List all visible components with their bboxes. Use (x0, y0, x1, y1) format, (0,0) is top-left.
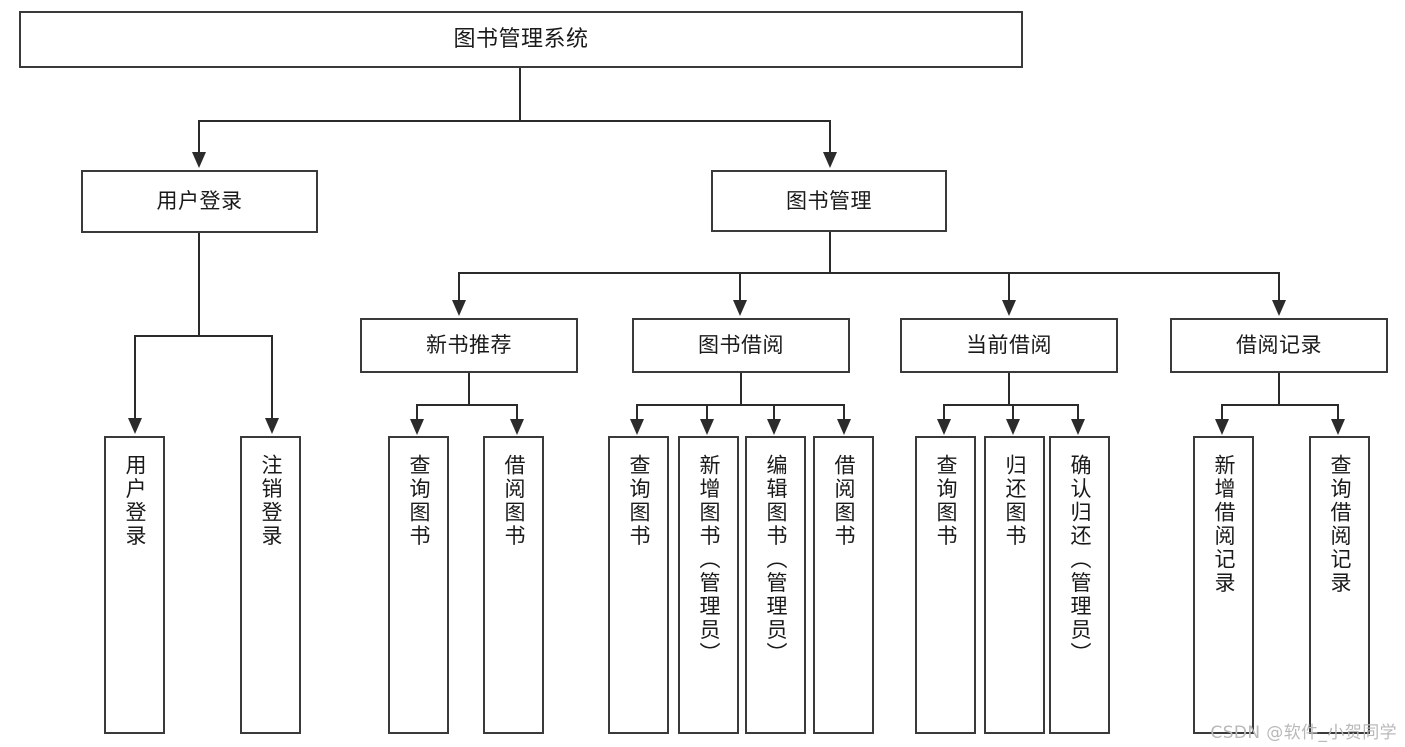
node-book-borrow[interactable]: 图书借阅 (632, 318, 850, 373)
node-leaf-edit-book-label: 编辑图书（管理员） (764, 454, 788, 666)
node-leaf-add-book[interactable]: 新增图书（管理员） (678, 436, 739, 734)
edge-br-to-leaf-1 (1221, 404, 1224, 421)
edge-user-login-bus (134, 335, 273, 338)
arrow-bb-to-leaf-4 (837, 419, 851, 435)
edge-bb-to-leaf-3 (773, 404, 776, 421)
edge-bm-to-new-book-recommend (458, 272, 461, 302)
node-root-label: 图书管理系统 (453, 26, 589, 52)
arrow-bm-to-borrow-record (1272, 300, 1286, 316)
node-leaf-add-borrow-record[interactable]: 新增借阅记录 (1193, 436, 1254, 734)
edge-bm-to-current-borrow (1008, 272, 1011, 302)
edge-user-login-to-leaf-1 (134, 335, 137, 420)
arrow-user-login-to-leaf-1 (128, 418, 142, 434)
node-leaf-user-logout-label: 注销登录 (259, 454, 283, 548)
edge-root-to-user-login (198, 120, 201, 154)
arrow-br-to-leaf-2 (1331, 419, 1345, 435)
edge-new-book-recommend-bus (416, 404, 518, 407)
arrow-nbr-to-leaf-2 (510, 419, 524, 435)
node-leaf-query-borrow-record[interactable]: 查询借阅记录 (1309, 436, 1370, 734)
edge-book-management-bus (458, 272, 1280, 275)
arrow-bm-to-current-borrow (1002, 300, 1016, 316)
edge-book-borrow-bus (636, 404, 845, 407)
edge-root-bus (198, 120, 831, 123)
node-leaf-query-borrow-record-label: 查询借阅记录 (1328, 454, 1352, 595)
edge-bm-to-borrow-record (1278, 272, 1281, 302)
edge-user-login-to-leaf-2 (271, 335, 274, 420)
arrow-root-to-user-login (192, 152, 206, 168)
arrow-br-to-leaf-1 (1215, 419, 1229, 435)
node-leaf-borrow-book-1-label: 借阅图书 (502, 454, 526, 548)
edge-cb-to-leaf-1 (943, 404, 946, 421)
arrow-nbr-to-leaf-1 (410, 419, 424, 435)
node-user-login[interactable]: 用户登录 (81, 170, 318, 233)
node-leaf-query-book-3-label: 查询图书 (934, 454, 958, 548)
edge-book-borrow-stem (740, 373, 743, 406)
arrow-bb-to-leaf-1 (630, 419, 644, 435)
node-leaf-confirm-return-label: 确认归还（管理员） (1068, 454, 1092, 666)
edge-cb-to-leaf-2 (1012, 404, 1015, 421)
edge-user-login-stem (198, 233, 201, 335)
edge-cb-to-leaf-3 (1077, 404, 1080, 421)
arrow-bm-to-new-book-recommend (452, 300, 466, 316)
node-leaf-add-borrow-record-label: 新增借阅记录 (1212, 454, 1236, 595)
edge-nbr-to-leaf-1 (416, 404, 419, 421)
arrow-cb-to-leaf-1 (937, 419, 951, 435)
arrow-user-login-to-leaf-2 (265, 418, 279, 434)
arrow-cb-to-leaf-3 (1071, 419, 1085, 435)
node-leaf-confirm-return[interactable]: 确认归还（管理员） (1049, 436, 1110, 734)
edge-bb-to-leaf-1 (636, 404, 639, 421)
edge-current-borrow-bus (943, 404, 1079, 407)
node-leaf-user-login-label: 用户登录 (123, 454, 147, 548)
node-new-book-recommend[interactable]: 新书推荐 (360, 318, 578, 373)
node-root[interactable]: 图书管理系统 (19, 11, 1023, 68)
arrow-root-to-book-management (823, 152, 837, 168)
edge-br-to-leaf-2 (1337, 404, 1340, 421)
node-leaf-edit-book[interactable]: 编辑图书（管理员） (745, 436, 806, 734)
edge-root-stem (519, 68, 522, 122)
node-current-borrow-label: 当前借阅 (966, 333, 1052, 358)
node-new-book-recommend-label: 新书推荐 (426, 333, 512, 358)
node-leaf-query-book-1-label: 查询图书 (407, 454, 431, 548)
node-user-login-label: 用户登录 (156, 189, 243, 214)
node-leaf-borrow-book-1[interactable]: 借阅图书 (483, 436, 544, 734)
node-leaf-user-login[interactable]: 用户登录 (104, 436, 165, 734)
edge-current-borrow-stem (1008, 373, 1011, 406)
arrow-cb-to-leaf-2 (1006, 419, 1020, 435)
edge-book-management-stem (829, 232, 832, 274)
edge-new-book-recommend-stem (468, 373, 471, 406)
edge-borrow-record-bus (1221, 404, 1338, 407)
edge-borrow-record-stem (1278, 373, 1281, 406)
arrow-bb-to-leaf-3 (767, 419, 781, 435)
node-current-borrow[interactable]: 当前借阅 (900, 318, 1118, 373)
node-leaf-query-book-2-label: 查询图书 (627, 454, 651, 548)
node-leaf-return-book[interactable]: 归还图书 (984, 436, 1045, 734)
edge-bb-to-leaf-2 (706, 404, 709, 421)
edge-bb-to-leaf-4 (843, 404, 846, 421)
node-leaf-query-book-1[interactable]: 查询图书 (388, 436, 449, 734)
node-borrow-record[interactable]: 借阅记录 (1170, 318, 1388, 373)
node-leaf-return-book-label: 归还图书 (1003, 454, 1027, 548)
arrow-bm-to-book-borrow (733, 300, 747, 316)
edge-nbr-to-leaf-2 (516, 404, 519, 421)
node-leaf-borrow-book-2-label: 借阅图书 (832, 454, 856, 548)
node-book-borrow-label: 图书借阅 (698, 333, 784, 358)
node-book-management[interactable]: 图书管理 (711, 170, 947, 232)
node-leaf-query-book-3[interactable]: 查询图书 (915, 436, 976, 734)
watermark-text: CSDN @软件_小贺同学 (1210, 723, 1397, 743)
node-leaf-borrow-book-2[interactable]: 借阅图书 (813, 436, 874, 734)
node-borrow-record-label: 借阅记录 (1236, 333, 1322, 358)
node-leaf-user-logout[interactable]: 注销登录 (240, 436, 301, 734)
arrow-bb-to-leaf-2 (700, 419, 714, 435)
edge-root-to-book-management (829, 120, 832, 154)
edge-bm-to-book-borrow (739, 272, 742, 302)
node-book-management-label: 图书管理 (786, 188, 872, 213)
node-leaf-query-book-2[interactable]: 查询图书 (608, 436, 669, 734)
node-leaf-add-book-label: 新增图书（管理员） (697, 454, 721, 666)
